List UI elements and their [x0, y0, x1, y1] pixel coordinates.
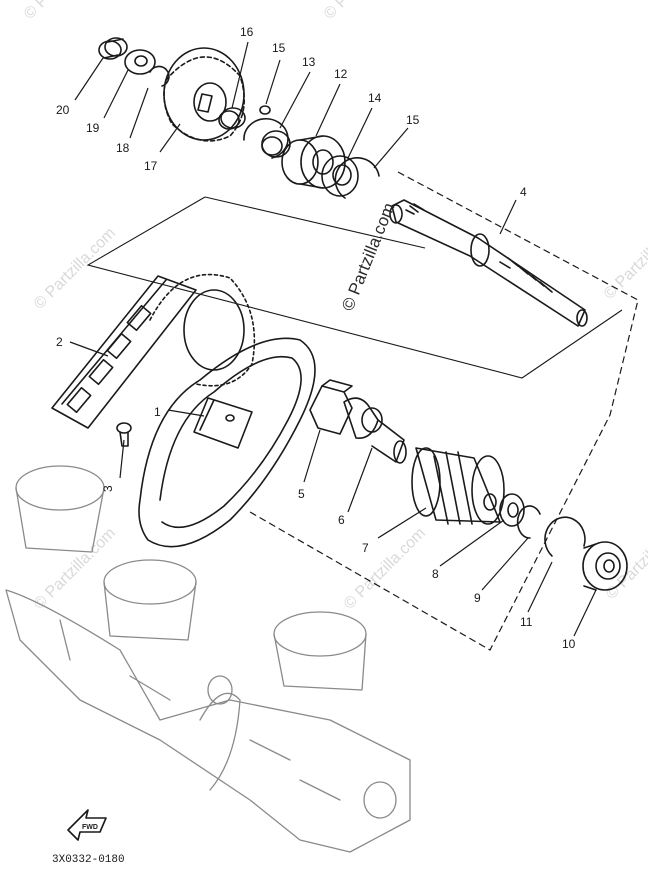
callout-20: 20 — [56, 103, 70, 117]
part-20-collar — [98, 37, 128, 60]
lower-dashed-frame — [249, 171, 639, 651]
watermark-tile: © Partzilla.com — [341, 525, 429, 613]
callout-19: 19 — [86, 121, 100, 135]
part-1-holder — [193, 397, 253, 449]
part-11-circlip — [544, 516, 586, 557]
upper-frame-line — [86, 196, 623, 379]
watermark-tile: © Partzilla.com — [31, 225, 119, 313]
callout-9: 9 — [474, 591, 481, 605]
engine-block-outline — [5, 465, 411, 853]
callout-18: 18 — [116, 141, 130, 155]
part-13-circlip — [243, 118, 289, 159]
part-4-shaft — [389, 199, 588, 327]
watermark-center: © Partzilla.com — [338, 200, 399, 313]
assembly-frames — [86, 171, 639, 651]
callout-7: 7 — [362, 541, 369, 555]
part-5-cam — [309, 379, 353, 435]
part-3-screw — [116, 422, 132, 447]
callout-15a: 15 — [272, 41, 286, 55]
callout-11: 11 — [520, 615, 533, 629]
part-16-collar — [218, 107, 246, 130]
upper-frame-line-top — [204, 196, 426, 249]
diagram-code: 3X0332-0180 — [52, 854, 125, 866]
part-15-circlip — [334, 156, 380, 199]
part-2-plate — [51, 275, 197, 429]
part-14-washer — [321, 155, 359, 197]
part-19-washer — [124, 49, 156, 75]
part-17-gear — [163, 47, 246, 142]
part-9-circlip — [516, 505, 541, 539]
fwd-arrow-icon: FWD — [67, 809, 107, 841]
callout-17: 17 — [144, 159, 158, 173]
callout-3: 3 — [101, 485, 115, 492]
part-8-washer — [499, 493, 525, 527]
callout-12: 12 — [334, 67, 348, 81]
watermark-tile: © Partzilla.com — [601, 215, 648, 303]
watermark-tile: © Partzilla.com — [321, 0, 409, 23]
callout-5: 5 — [298, 487, 305, 501]
part-18-circlip — [149, 65, 170, 87]
watermark-tile: © Partzilla.com — [21, 0, 109, 23]
part-15-pin — [259, 105, 271, 115]
clutch-housing-outline — [149, 273, 256, 387]
callout-2: 2 — [56, 335, 63, 349]
callout-1: 1 — [154, 405, 161, 419]
chain-loop — [138, 337, 316, 548]
upper-shaft-parts — [98, 37, 380, 199]
callouts: 20 19 18 17 16 15 13 12 14 15 4 2 1 3 5 … — [56, 25, 597, 651]
callout-13: 13 — [302, 55, 316, 69]
callout-15b: 15 — [406, 113, 420, 127]
chain-loop-inner — [159, 356, 302, 529]
part-10-bearing — [582, 541, 628, 591]
part-6-shaft-end — [343, 397, 407, 464]
part-7-drum — [411, 447, 505, 525]
part-collar — [261, 130, 291, 158]
callout-16: 16 — [240, 25, 254, 39]
callout-10: 10 — [562, 637, 576, 651]
callout-6: 6 — [338, 513, 345, 527]
callout-8: 8 — [432, 567, 439, 581]
callout-14: 14 — [368, 91, 382, 105]
fwd-label: FWD — [82, 824, 98, 831]
callout-4: 4 — [520, 185, 527, 199]
part-12-bearing — [281, 135, 346, 189]
